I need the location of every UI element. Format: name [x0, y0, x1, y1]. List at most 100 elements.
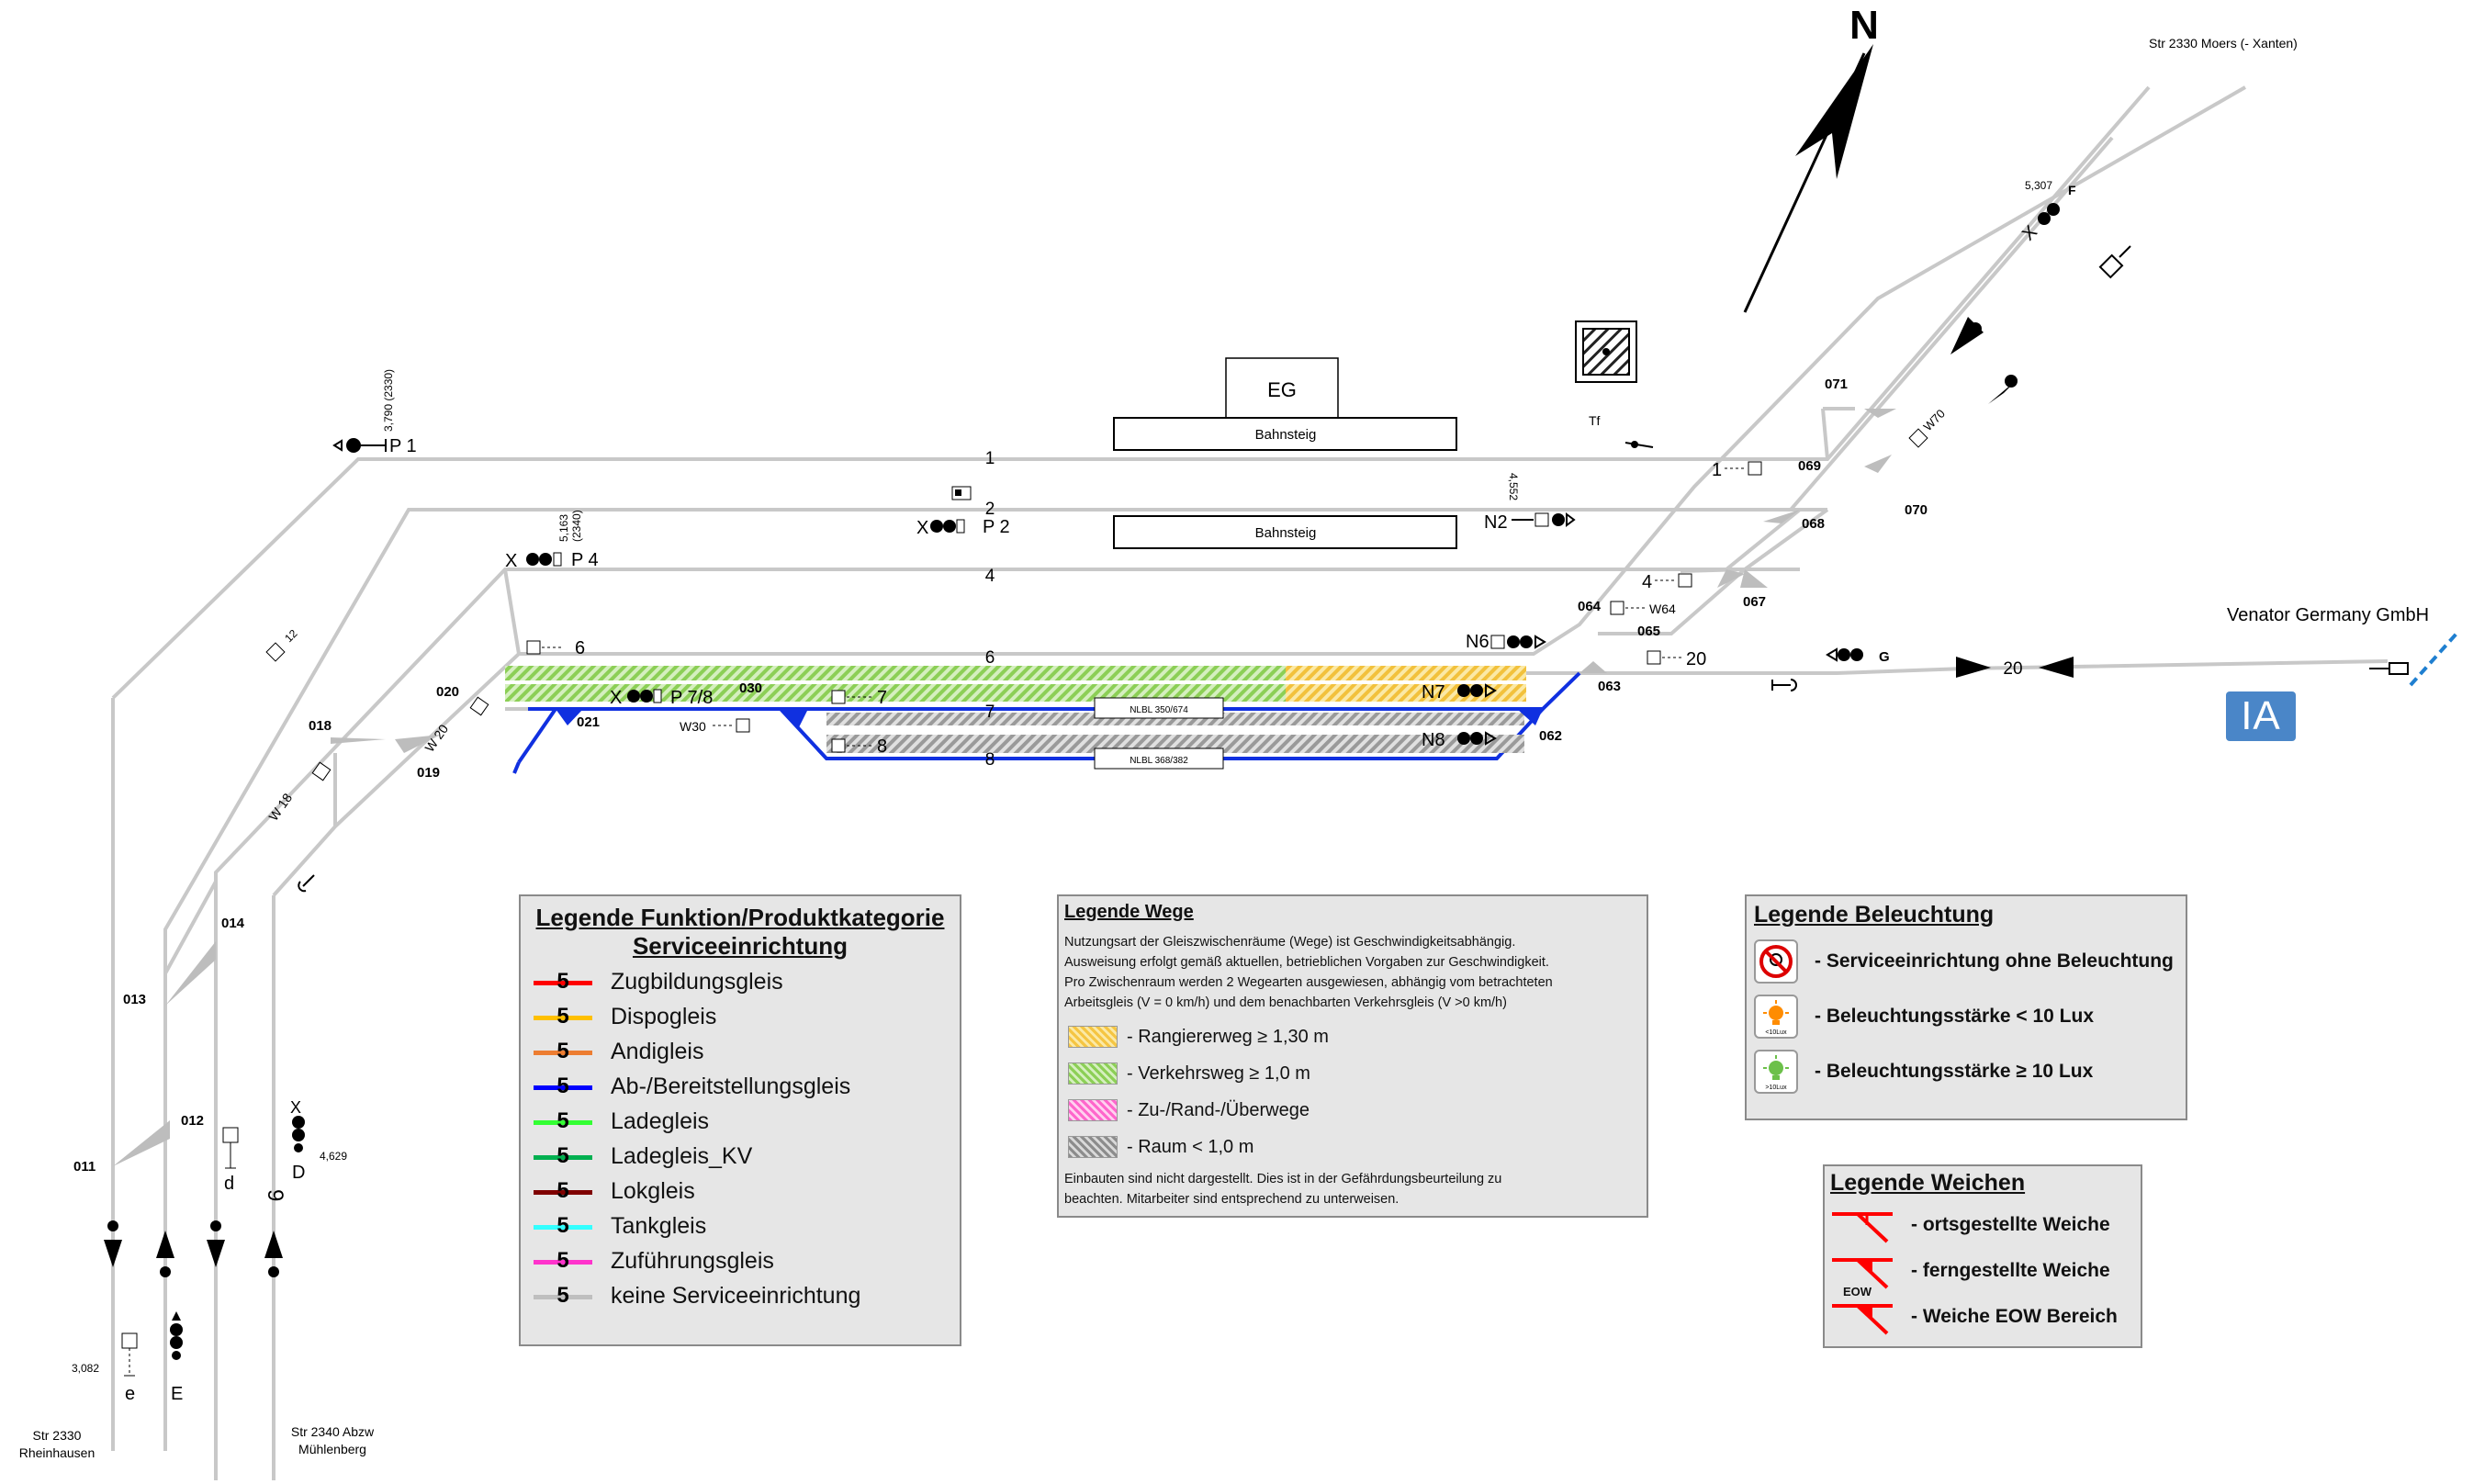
legend-function-label: Lokgleis [611, 1177, 695, 1204]
svg-text:070: 070 [1905, 502, 1928, 518]
legend-wege-title: Legende Wege [1064, 902, 1194, 922]
line-swatch: 5 [530, 1175, 596, 1207]
svg-text:E: E [171, 1384, 183, 1404]
signal-p2: X P 2 [916, 486, 1010, 538]
signal-w64: W64 [1610, 601, 1676, 616]
muehlenberg-line1: Str 2340 Abzw [291, 1424, 375, 1439]
svg-text:064: 064 [1578, 599, 1602, 614]
pattern-swatch [1068, 1026, 1118, 1048]
pattern-swatch [1068, 1136, 1118, 1158]
pattern-swatch [1068, 1099, 1118, 1121]
signal-e: E [170, 1311, 183, 1404]
direction-arrows [104, 317, 2074, 1277]
svg-text:069: 069 [1798, 458, 1821, 474]
svg-text:N7: N7 [1422, 682, 1445, 703]
svg-text:6: 6 [575, 638, 585, 658]
track-number-labels: 1 2 4 6 7 8 20 [985, 449, 2023, 770]
svg-text:<10Lux: <10Lux [1765, 1029, 1787, 1036]
svg-text:7: 7 [985, 703, 995, 722]
ia-badge: IA [2226, 691, 2296, 741]
svg-text:065: 065 [1637, 624, 1660, 639]
svg-text:013: 013 [123, 992, 146, 1007]
nl-box-2: NLBL 368/382 [1094, 748, 1224, 770]
tf-signal-icon [1624, 441, 1654, 448]
track-20 [1602, 659, 2389, 675]
legend-wege-footer-line: Einbauten sind nicht dargestellt. Dies i… [1064, 1172, 1502, 1186]
weichen-label-1: - ferngestellte Weiche [1911, 1260, 2110, 1281]
legend-function-label: Ladegleis [611, 1107, 710, 1134]
line-swatch: 5 [530, 1141, 596, 1172]
station-building: EG [1225, 357, 1339, 419]
svg-text:20: 20 [1686, 649, 1706, 669]
signal-stop-4: 4 [1642, 572, 1692, 592]
svg-text:Bahnsteig: Bahnsteig [1255, 525, 1317, 541]
svg-text:1: 1 [1712, 460, 1722, 480]
svg-text:012: 012 [181, 1113, 204, 1129]
svg-text:N6: N6 [1466, 632, 1489, 652]
legend-function-item: 5 Lokgleis [530, 1174, 950, 1209]
svg-text:G: G [1879, 649, 1890, 665]
line-swatch: 5 [530, 1210, 596, 1242]
signal-stop-20: 20 [1647, 649, 1706, 669]
svg-text:12: 12 [282, 627, 300, 646]
svg-text:P 4: P 4 [571, 550, 599, 570]
north-arrow-icon: N [1743, 3, 1879, 313]
legend-wege-intro-line: Nutzungsart der Gleiszwischenräume (Wege… [1064, 935, 1516, 950]
signal-stop-6: 6 [526, 638, 585, 658]
svg-text:N8: N8 [1422, 730, 1445, 750]
svg-text:N2: N2 [1484, 512, 1508, 533]
signal-p4: X P 4 5,163 (2340) [505, 510, 599, 571]
line-swatch: 5 [530, 966, 596, 997]
svg-text:071: 071 [1825, 377, 1848, 392]
svg-text:20: 20 [2003, 659, 2022, 679]
svg-text:5,307: 5,307 [2025, 179, 2052, 192]
grey-tracks [111, 85, 2389, 1480]
venator-boundary [2409, 632, 2458, 687]
legend-function-title-1: Legende Funktion/Produktkategorie [535, 904, 945, 931]
signal-stop-1: 1 [1712, 460, 1762, 480]
svg-text:4: 4 [985, 567, 995, 586]
legend-wege-item: - Rangiererweg ≥ 1,30 m [1068, 1018, 1641, 1055]
legend-function-item: 5 Tankgleis [530, 1209, 950, 1243]
weichen-label-0: - ortsgestellte Weiche [1911, 1214, 2110, 1235]
svg-text:(2340): (2340) [570, 510, 583, 542]
svg-text:3,790 (2330): 3,790 (2330) [382, 369, 395, 432]
svg-text:F: F [2068, 183, 2076, 197]
signal-9: 9 [263, 1189, 287, 1201]
signal-stop-7: 7 [831, 688, 887, 708]
legend-wege-intro-line: Arbeitsgleis (V = 0 km/h) und dem benach… [1064, 995, 1507, 1010]
svg-text:067: 067 [1743, 594, 1766, 610]
signal-w30: W30 [680, 718, 750, 734]
signal-w70: W70 [1908, 407, 1949, 448]
legend-function-title-2: Serviceeinrichtung [632, 932, 849, 960]
svg-text:014: 014 [221, 916, 245, 931]
signal-n8: N8 [1422, 730, 1497, 750]
svg-text:W70: W70 [1921, 407, 1949, 434]
legend-function-item: 5 Ladegleis [530, 1104, 950, 1139]
legend-wege-footer-line: beachten. Mitarbeiter sind entsprechend … [1064, 1192, 1399, 1207]
legend-function-label: Tankgleis [611, 1212, 707, 1239]
local-switch-icon [1832, 1212, 1893, 1243]
svg-text:NLBL 368/382: NLBL 368/382 [1130, 756, 1188, 766]
svg-text:5,163: 5,163 [557, 514, 570, 542]
legend-beleuchtung-title: Legende Beleuchtung [1754, 902, 1995, 928]
eow-tag: EOW [1843, 1285, 1872, 1298]
line-swatch: 5 [530, 1036, 596, 1067]
line-swatch: 5 [530, 1106, 596, 1137]
svg-text:063: 063 [1598, 679, 1621, 694]
signal-d: X D 4,629 [290, 1098, 347, 1183]
moers-label: Str 2330 Moers (- Xanten) [2149, 36, 2298, 51]
signal-small-e: e 3,082 [72, 1332, 138, 1404]
legend-weichen-title: Legende Weichen [1830, 1170, 2026, 1196]
svg-text:>10Lux: >10Lux [1765, 1085, 1787, 1091]
svg-text:P 1: P 1 [389, 436, 417, 456]
line-swatch: 5 [530, 1071, 596, 1102]
legend-function-label: keine Serviceeinrichtung [611, 1282, 861, 1309]
svg-text:4,629: 4,629 [320, 1150, 347, 1163]
legend-function: Legende Funktion/Produktkategorie Servic… [519, 894, 961, 1346]
svg-text:6: 6 [985, 648, 995, 668]
